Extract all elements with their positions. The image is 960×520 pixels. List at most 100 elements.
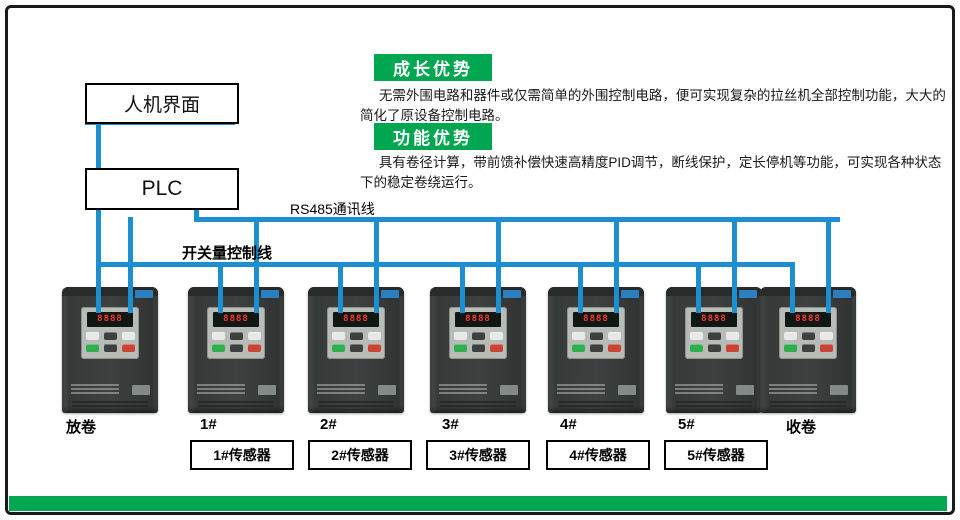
inverter-nameplate bbox=[71, 382, 119, 396]
outer-border bbox=[5, 5, 955, 515]
inverter-keypad-buttons bbox=[449, 332, 507, 352]
inverter-vents bbox=[440, 401, 516, 410]
wire-dio-drop-1 bbox=[218, 262, 223, 313]
inverter-led-display: 8888 bbox=[87, 312, 133, 327]
inverter-top-cap bbox=[430, 287, 526, 296]
bottom-green-bar bbox=[9, 496, 947, 511]
inverter-tag bbox=[378, 385, 396, 395]
inverter-vents bbox=[770, 401, 846, 410]
inverter-tag bbox=[618, 385, 636, 395]
inverter-top-cap bbox=[760, 287, 856, 296]
keypad-button bbox=[367, 332, 381, 340]
keypad-run-button bbox=[571, 344, 585, 352]
keypad-stop-button bbox=[607, 344, 621, 352]
wire-rs485-drop-2 bbox=[254, 217, 259, 313]
plc-label: PLC bbox=[141, 177, 183, 200]
inverter-top-cap bbox=[548, 287, 644, 296]
inverter: 8888 bbox=[188, 287, 284, 413]
plc-box: PLC bbox=[85, 168, 239, 210]
keypad-button bbox=[103, 344, 117, 352]
keypad-stop-button bbox=[819, 344, 833, 352]
inverter-sticker bbox=[503, 290, 521, 298]
wire-dio-drop-2 bbox=[338, 262, 343, 313]
wire-rs485-drop-4 bbox=[496, 217, 501, 313]
device-5: 8888 5# bbox=[666, 287, 762, 437]
keypad-stop-button bbox=[367, 344, 381, 352]
sensor-box-4: 4#传感器 bbox=[546, 440, 650, 470]
sensor-label: 1#传感器 bbox=[213, 447, 271, 463]
keypad-button bbox=[689, 332, 703, 340]
wire-dio-drop-4 bbox=[578, 262, 583, 313]
keypad-button bbox=[725, 332, 739, 340]
device-2: 8888 2# bbox=[308, 287, 404, 437]
inverter-keypad-buttons bbox=[207, 332, 265, 352]
device-label: 2# bbox=[320, 416, 337, 433]
wire-plc-to-rs485 bbox=[194, 204, 199, 222]
keypad-stop-button bbox=[725, 344, 739, 352]
inverter-sticker bbox=[621, 290, 639, 298]
inverter-keypad-panel: 8888 bbox=[567, 307, 625, 359]
inverter-nameplate bbox=[439, 382, 487, 396]
inverter-keypad-panel: 8888 bbox=[685, 307, 743, 359]
inverter-nameplate bbox=[675, 382, 723, 396]
keypad-stop-button bbox=[489, 344, 503, 352]
inverter: 8888 bbox=[62, 287, 158, 413]
sensor-label: 3#传感器 bbox=[449, 447, 507, 463]
wire-rs485-drop-5 bbox=[614, 217, 619, 313]
keypad-button bbox=[801, 344, 815, 352]
device-label: 5# bbox=[678, 416, 695, 433]
sensor-box-3: 3#传感器 bbox=[426, 440, 530, 470]
inverter-keypad-buttons bbox=[779, 332, 837, 352]
inverter-vents bbox=[676, 401, 752, 410]
inverter-led-display: 8888 bbox=[455, 312, 501, 327]
keypad-button bbox=[783, 332, 797, 340]
keypad-button bbox=[229, 332, 243, 340]
inverter-sticker bbox=[261, 290, 279, 298]
inverter-keypad-panel: 8888 bbox=[449, 307, 507, 359]
keypad-button bbox=[331, 332, 345, 340]
device-label: 3# bbox=[442, 416, 459, 433]
wire-digital-io-bus bbox=[96, 262, 795, 267]
keypad-button bbox=[571, 332, 585, 340]
advantage-title-growth: 成长优势 bbox=[374, 54, 492, 81]
inverter-top-cap bbox=[188, 287, 284, 296]
keypad-run-button bbox=[211, 344, 225, 352]
inverter: 8888 bbox=[430, 287, 526, 413]
sensor-label: 4#传感器 bbox=[569, 447, 627, 463]
inverter-sticker bbox=[833, 290, 851, 298]
device-label: 1# bbox=[200, 416, 217, 433]
wire-rs485-drop-6 bbox=[732, 217, 737, 313]
inverter-led-display: 8888 bbox=[333, 312, 379, 327]
inverter: 8888 bbox=[760, 287, 856, 413]
keypad-button bbox=[819, 332, 833, 340]
keypad-run-button bbox=[689, 344, 703, 352]
keypad-stop-button bbox=[121, 344, 135, 352]
keypad-button bbox=[121, 332, 135, 340]
keypad-button bbox=[589, 332, 603, 340]
wire-hmi-to-plc bbox=[96, 123, 101, 170]
device-unwind: 8888 放卷 bbox=[62, 287, 158, 437]
device-1: 8888 1# bbox=[188, 287, 284, 437]
inverter-vents bbox=[72, 401, 148, 410]
keypad-button bbox=[607, 332, 621, 340]
inverter-keypad-panel: 8888 bbox=[327, 307, 385, 359]
keypad-button bbox=[471, 332, 485, 340]
inverter-led-display: 8888 bbox=[691, 312, 737, 327]
keypad-run-button bbox=[783, 344, 797, 352]
advantage-title-function: 功能优势 bbox=[374, 123, 492, 150]
inverter-nameplate bbox=[317, 382, 365, 396]
keypad-button bbox=[801, 332, 815, 340]
inverter-nameplate bbox=[197, 382, 245, 396]
inverter-sticker bbox=[135, 290, 153, 298]
device-rewind: 8888 收卷 bbox=[760, 287, 856, 437]
inverter-tag bbox=[830, 385, 848, 395]
advantage-body-growth: 无需外围电路和器件或仅需简单的外围控制电路，便可实现复杂的拉丝机全部控制功能，大… bbox=[360, 88, 946, 124]
device-label: 4# bbox=[560, 416, 577, 433]
inverter-nameplate bbox=[769, 382, 817, 396]
device-4: 8888 4# bbox=[548, 287, 644, 437]
wire-plc-to-unwind bbox=[96, 204, 101, 313]
inverter-keypad-buttons bbox=[81, 332, 139, 352]
wire-dio-drop-6 bbox=[790, 262, 795, 313]
wire-rs485-drop-1 bbox=[128, 217, 133, 313]
